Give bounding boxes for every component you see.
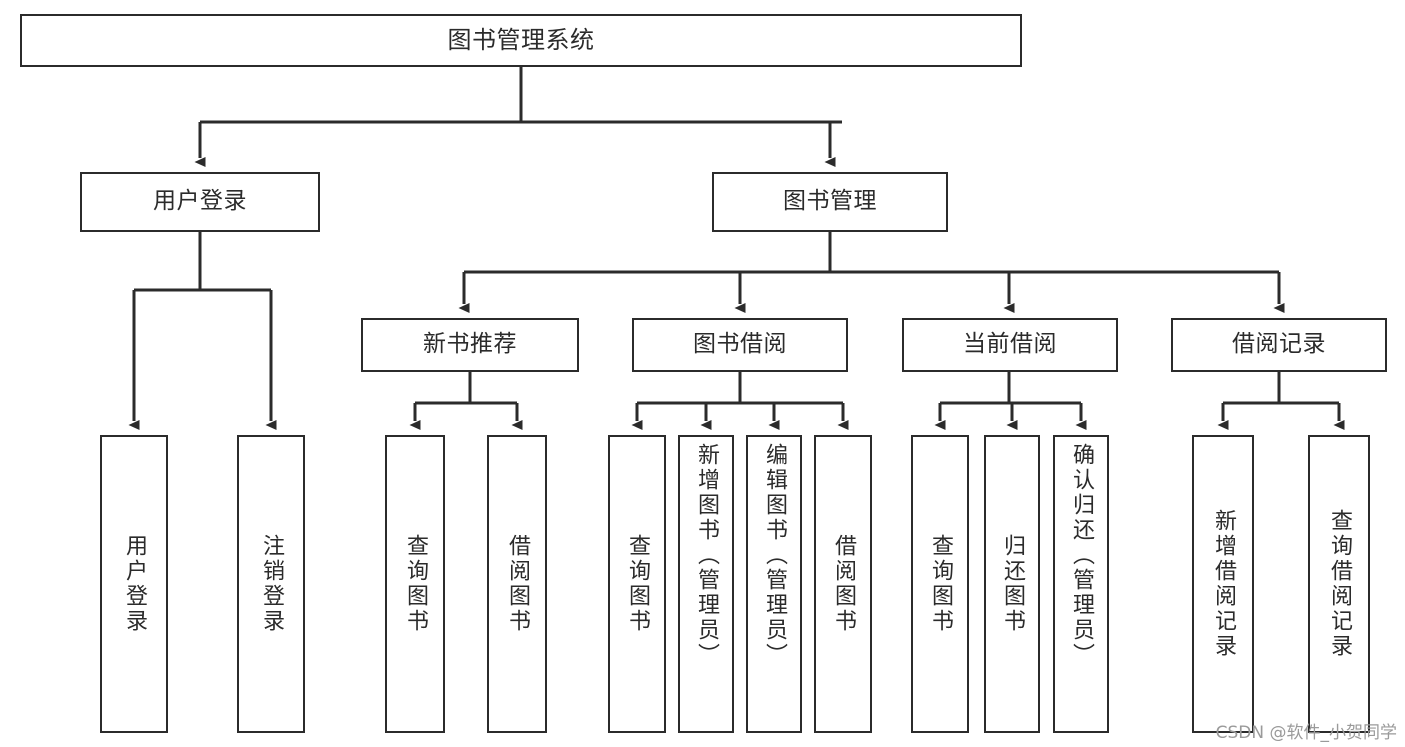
- node-root-label: 图书管理系统: [447, 26, 595, 55]
- node-book-manage[interactable]: 图书管理: [712, 172, 948, 232]
- node-new-book-rec[interactable]: 新书推荐: [361, 318, 579, 372]
- node-leaf-edit-book[interactable]: 编辑图书（管理员）: [746, 435, 802, 733]
- node-leaf-query-book-2[interactable]: 查询图书: [608, 435, 666, 733]
- node-book-manage-label: 图书管理: [783, 188, 877, 215]
- node-leaf-logout[interactable]: 注销登录: [237, 435, 305, 733]
- node-leaf-query-book-3[interactable]: 查询图书: [911, 435, 969, 733]
- node-current-borrow-label: 当前借阅: [963, 331, 1057, 358]
- node-leaf-query-book-2-label: 查询图书: [625, 534, 650, 634]
- node-leaf-user-login-label: 用户登录: [122, 534, 147, 634]
- node-leaf-query-book-1-label: 查询图书: [403, 534, 428, 634]
- node-root[interactable]: 图书管理系统: [20, 14, 1022, 67]
- node-leaf-logout-label: 注销登录: [259, 534, 284, 634]
- node-leaf-query-record-label: 查询借阅记录: [1327, 509, 1352, 659]
- node-leaf-query-book-3-label: 查询图书: [928, 534, 953, 634]
- node-book-borrow-label: 图书借阅: [693, 331, 787, 358]
- node-leaf-borrow-book-2[interactable]: 借阅图书: [814, 435, 872, 733]
- node-leaf-confirm-return-label: 确认归还（管理员）: [1069, 443, 1094, 668]
- node-leaf-add-book[interactable]: 新增图书（管理员）: [678, 435, 734, 733]
- node-leaf-add-record[interactable]: 新增借阅记录: [1192, 435, 1254, 733]
- node-leaf-return-book[interactable]: 归还图书: [984, 435, 1040, 733]
- node-leaf-borrow-book-2-label: 借阅图书: [831, 534, 856, 634]
- node-leaf-confirm-return[interactable]: 确认归还（管理员）: [1053, 435, 1109, 733]
- node-leaf-borrow-book-1[interactable]: 借阅图书: [487, 435, 547, 733]
- node-borrow-record-label: 借阅记录: [1232, 331, 1326, 358]
- node-leaf-add-record-label: 新增借阅记录: [1211, 509, 1236, 659]
- node-borrow-record[interactable]: 借阅记录: [1171, 318, 1387, 372]
- node-leaf-user-login[interactable]: 用户登录: [100, 435, 168, 733]
- node-leaf-return-book-label: 归还图书: [1000, 534, 1025, 634]
- node-user-login-label: 用户登录: [153, 188, 247, 215]
- node-leaf-add-book-label: 新增图书（管理员）: [694, 443, 719, 668]
- node-leaf-query-book-1[interactable]: 查询图书: [385, 435, 445, 733]
- node-leaf-borrow-book-1-label: 借阅图书: [505, 534, 530, 634]
- node-user-login[interactable]: 用户登录: [80, 172, 320, 232]
- node-leaf-query-record[interactable]: 查询借阅记录: [1308, 435, 1370, 733]
- node-leaf-edit-book-label: 编辑图书（管理员）: [762, 443, 787, 668]
- node-book-borrow[interactable]: 图书借阅: [632, 318, 848, 372]
- node-current-borrow[interactable]: 当前借阅: [902, 318, 1118, 372]
- node-new-book-rec-label: 新书推荐: [423, 331, 517, 358]
